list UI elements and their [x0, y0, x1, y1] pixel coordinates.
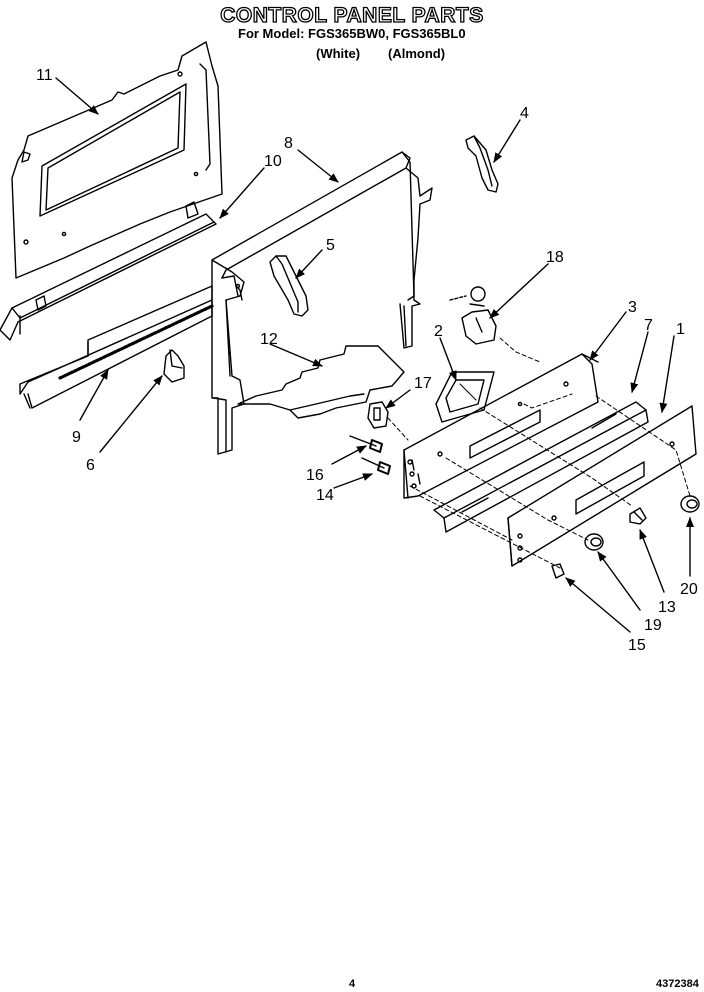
callout-7: 7 — [644, 317, 653, 334]
part-1-console-overlay — [507, 405, 697, 567]
part-13-knob — [629, 507, 647, 525]
callout-10: 10 — [264, 153, 282, 170]
part-2-display-bezel — [435, 371, 495, 423]
callout-labels: 11 10 8 4 5 18 3 7 1 2 12 17 9 6 16 14 2… — [36, 67, 698, 654]
part-19-knob — [584, 533, 604, 551]
assembly-lines — [387, 337, 691, 569]
callout-17: 17 — [414, 375, 432, 392]
callout-14: 14 — [316, 487, 334, 504]
part-20-knob — [680, 495, 700, 513]
callout-13: 13 — [658, 599, 676, 616]
callout-11: 11 — [36, 67, 53, 84]
part-10-rail — [0, 201, 217, 341]
part-6-clip — [163, 349, 185, 383]
part-7-trim — [433, 401, 649, 533]
callout-6: 6 — [86, 457, 95, 474]
callout-18: 18 — [546, 249, 564, 266]
callout-1: 1 — [676, 321, 685, 338]
model-numbers: For Model: FGS365BW0, FGS365BL0 — [238, 26, 466, 41]
callout-12: 12 — [260, 331, 278, 348]
part-16-pin — [349, 435, 383, 453]
page-title: CONTROL PANEL PARTS — [220, 3, 484, 27]
part-5-bracket — [269, 255, 309, 317]
part-15-button — [551, 563, 565, 579]
callout-19: 19 — [644, 617, 662, 634]
part-4-end-cap — [465, 135, 499, 193]
callout-4: 4 — [520, 105, 529, 122]
page-number: 4 — [349, 978, 356, 990]
part-8-frame — [211, 151, 433, 455]
callout-15: 15 — [628, 637, 646, 654]
callout-8: 8 — [284, 135, 293, 152]
color-almond-label: (Almond) — [388, 46, 446, 61]
callout-20: 20 — [680, 581, 698, 598]
callout-3: 3 — [628, 299, 637, 316]
color-white-label: (White) — [316, 46, 361, 61]
part-3-control-plate — [403, 353, 599, 499]
part-17-switch — [367, 401, 389, 429]
document-number: 4372384 — [656, 978, 699, 990]
callout-16: 16 — [306, 467, 324, 484]
callout-5: 5 — [326, 237, 335, 254]
part-14-pin — [361, 457, 391, 475]
callout-9: 9 — [72, 429, 81, 446]
part-18-rotary-switch — [449, 286, 497, 345]
part-11-rear-shield — [11, 41, 223, 279]
part-12-heat-shield — [237, 345, 405, 419]
callout-2: 2 — [434, 323, 443, 340]
leader-arrows — [55, 77, 694, 633]
